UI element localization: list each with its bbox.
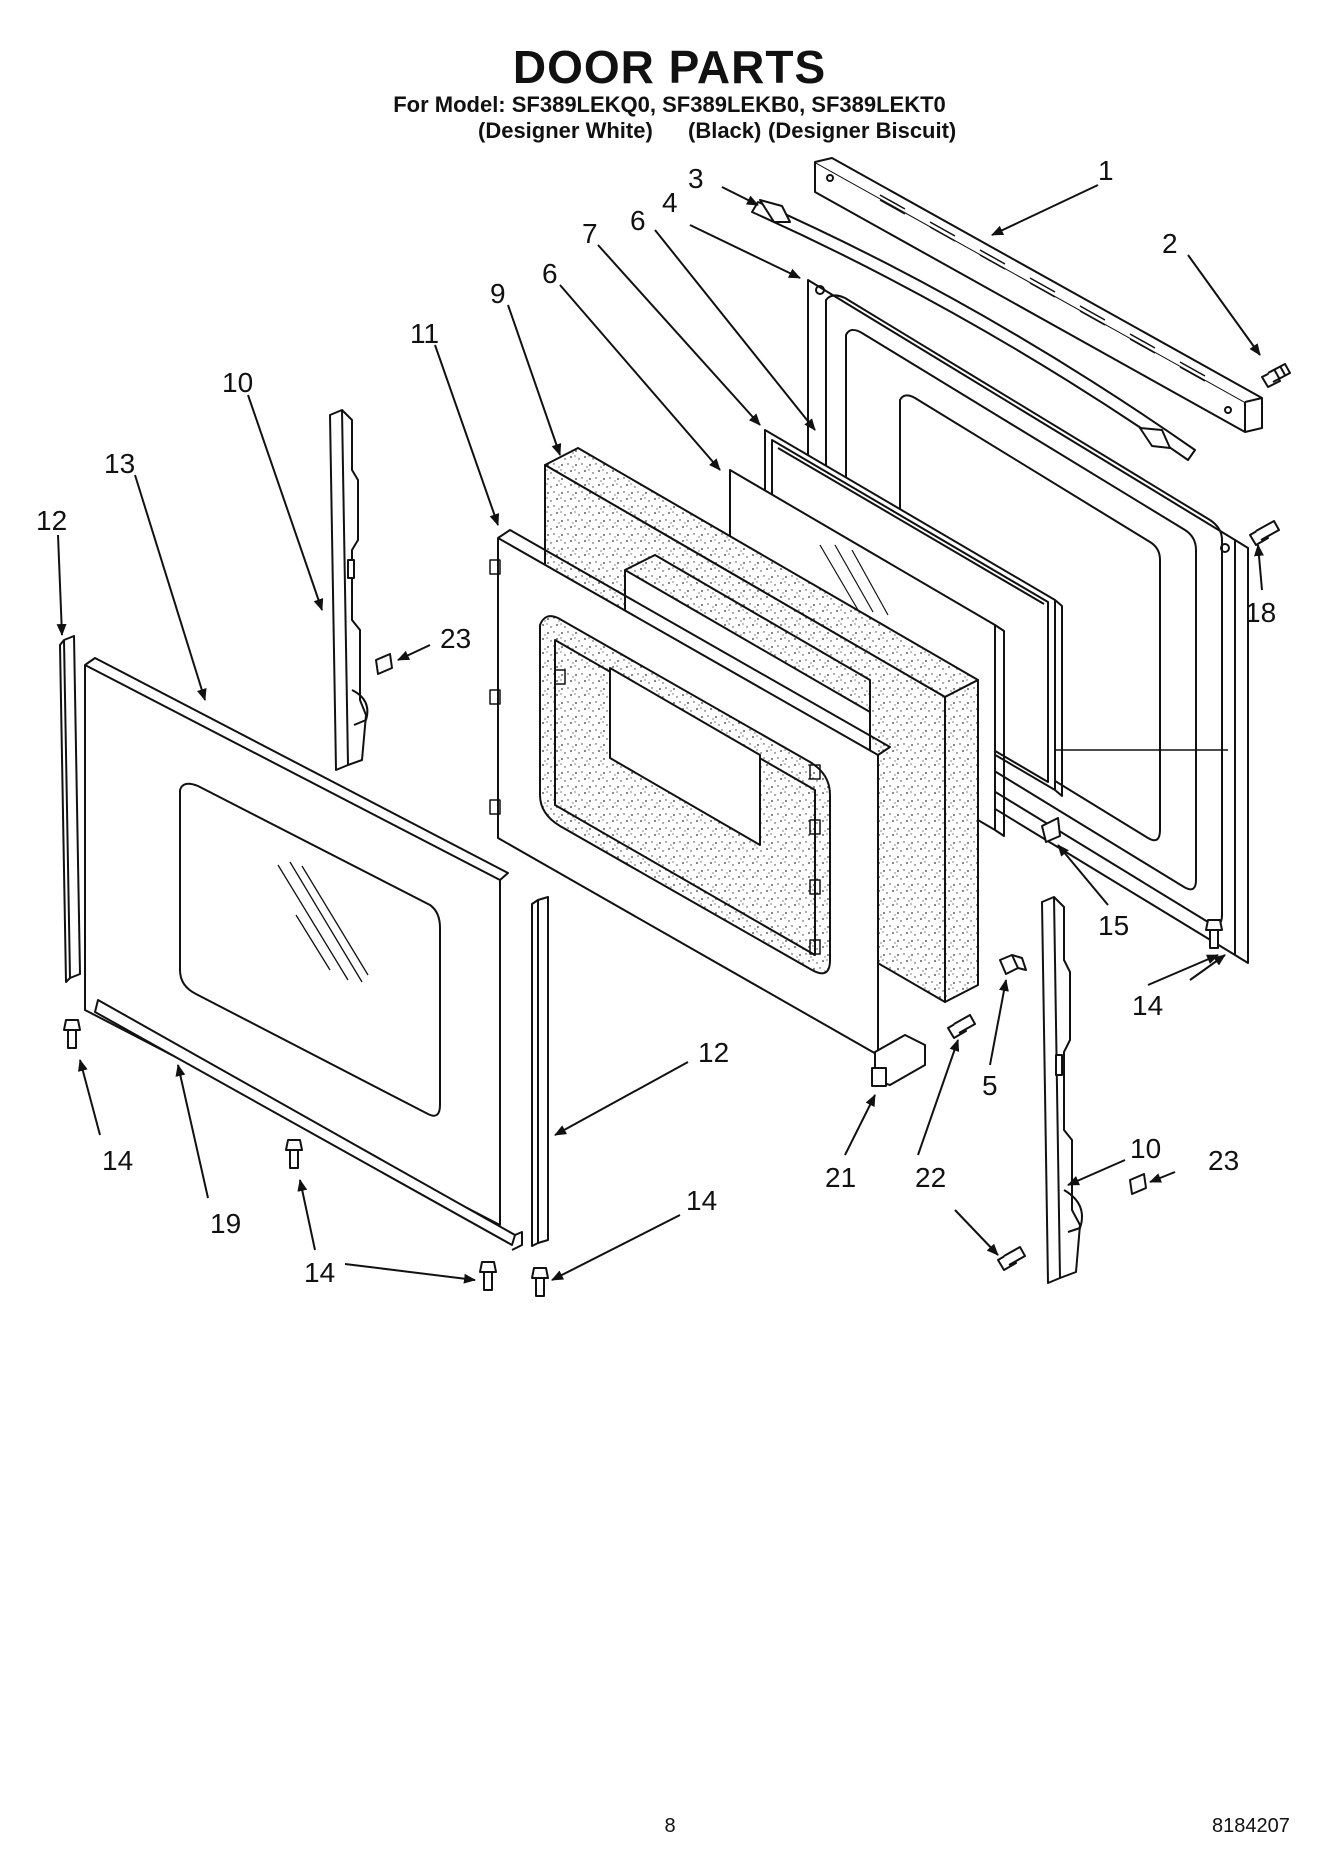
- callout-14-right: 14: [1132, 990, 1163, 1021]
- part-stop-5: [999, 954, 1027, 975]
- part-clip-right: [1129, 1173, 1147, 1195]
- part-side-trim-right: [531, 896, 549, 1247]
- callout-4: 4: [662, 187, 678, 218]
- page-title: DOOR PARTS: [512, 41, 827, 93]
- callout-9: 9: [490, 278, 506, 309]
- callout-numbers: 1 2 3 4 6 7 6 9 11 10 13 12 23 18 15 14 …: [36, 155, 1276, 1288]
- part-hinge-right: [1041, 896, 1083, 1284]
- part-clip-left: [375, 653, 393, 675]
- page-number: 8: [664, 1815, 676, 1837]
- callout-6-lower: 6: [542, 258, 558, 289]
- document-code: 8184207: [1212, 1815, 1290, 1837]
- color-designer-white: (Designer White): [478, 118, 653, 143]
- callout-7: 7: [582, 218, 598, 249]
- part-door-liner: [489, 529, 891, 1056]
- part-screw-22b: [997, 1246, 1026, 1271]
- leader-arrows: [56, 184, 1264, 1284]
- part-vent-trim: [814, 157, 1263, 433]
- callout-14-mid: 14: [686, 1185, 717, 1216]
- callout-23-left: 23: [440, 623, 471, 654]
- part-screw-22: [947, 1014, 976, 1039]
- part-bracket-15: [1041, 817, 1061, 843]
- callout-10-right: 10: [1130, 1133, 1161, 1164]
- callout-21: 21: [825, 1162, 856, 1193]
- callout-14-bottom: 14: [304, 1257, 335, 1288]
- callout-13: 13: [104, 448, 135, 479]
- callout-12-right: 12: [698, 1037, 729, 1068]
- callout-18: 18: [1245, 597, 1276, 628]
- color-designer-biscuit: (Designer Biscuit): [768, 118, 957, 143]
- part-hinge-receiver-21: [871, 1034, 926, 1087]
- callout-5: 5: [982, 1070, 998, 1101]
- part-screw-18: [1249, 520, 1280, 546]
- callout-10-left: 10: [222, 367, 253, 398]
- color-black: (Black): [688, 118, 762, 143]
- part-door-handle: [751, 199, 1196, 461]
- callout-2: 2: [1162, 228, 1178, 259]
- part-side-trim-left: [59, 635, 81, 983]
- callout-6-top: 6: [630, 205, 646, 236]
- callout-23-right: 23: [1208, 1145, 1239, 1176]
- color-variants: (Designer White) (Black) (Designer Biscu…: [0, 118, 1339, 148]
- callout-15: 15: [1098, 910, 1129, 941]
- part-bottom-trim: [94, 999, 523, 1251]
- part-hinge-left: [329, 409, 369, 771]
- callout-3: 3: [688, 163, 704, 194]
- callout-19: 19: [210, 1208, 241, 1239]
- callout-22: 22: [915, 1162, 946, 1193]
- model-line: For Model: SF389LEKQ0, SF389LEKB0, SF389…: [393, 92, 946, 117]
- callout-14-left: 14: [102, 1145, 133, 1176]
- part-screw-2: [1261, 363, 1291, 388]
- callout-12-left: 12: [36, 505, 67, 536]
- callout-1: 1: [1098, 155, 1114, 186]
- callout-11: 11: [410, 318, 439, 349]
- part-outer-glass-door: [84, 657, 509, 1226]
- part-screw-14: [63, 919, 1223, 1297]
